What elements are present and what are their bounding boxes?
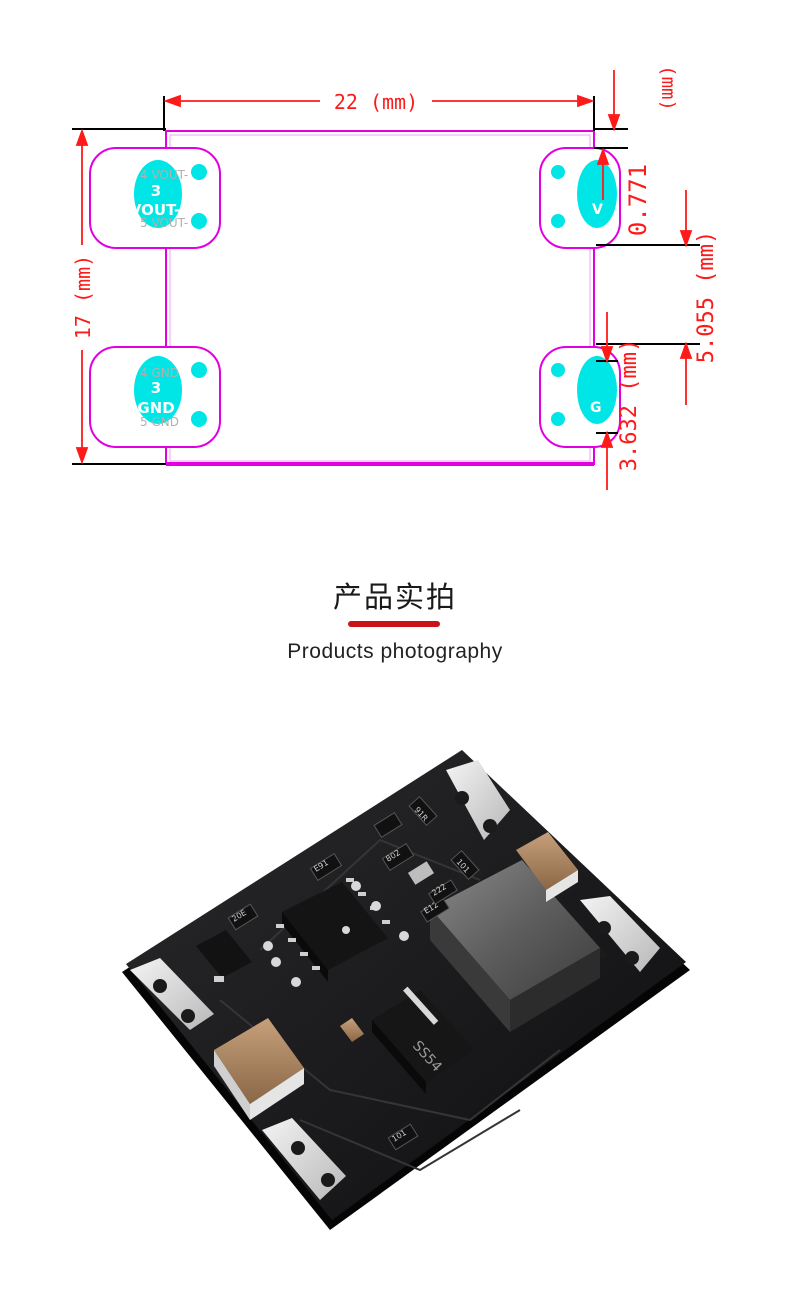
pad-top-left: 4 VOUT- 5 VOUT- 3 VOUT- [89,147,221,249]
pad-top-right: V [539,147,621,249]
vias [263,881,409,987]
transistor [196,930,252,982]
pad-bottom-left-number: 3 [151,379,161,397]
pad-top-left-ghost-1: 4 VOUT- [140,168,188,182]
diode: SS54 [372,986,474,1094]
capacitor-small [340,1018,364,1042]
pad-bottom-left-ghost-1: 4 GND [140,366,179,380]
capacitor-left [214,1018,304,1120]
pad-bottom-right-name: G [590,400,602,416]
pad-top-left-name: VOUT- [130,201,181,219]
section-title-cn: 产品实拍 [332,580,457,614]
pad-bottom-left: 4 GND 5 GND 3 GND [89,346,221,448]
height-label: 17 (mm) [71,255,95,339]
dim-c-label: 3.632 (mm) [617,339,642,471]
section-title-en: Products photography [287,640,503,663]
board-outline [165,130,595,465]
dimension-lines [75,70,693,490]
capacitor-right [516,832,578,902]
reference-lines [72,96,700,465]
dimension-diagram: 4 VOUT- 5 VOUT- 3 VOUT- 4 GND 5 GND 3 GN… [71,65,719,490]
top-unit-label: (mm) [657,65,679,111]
dim-b-label: 5.055 (mm) [694,231,719,363]
pad-bottom-left-name: GND [137,399,174,417]
ic-chip [276,878,390,982]
pad-top-left-number: 3 [151,182,161,200]
pad-bottom-right: G [539,346,621,448]
pad-top-left-ghost-2: 5 VOUT- [140,216,188,230]
title-accent-bar [348,621,440,627]
pad-bottom-left-ghost-2: 5 GND [140,415,179,429]
dim-a-label: 0.771 [624,164,652,236]
product-photo: SS54 91R E91 802 101 E12 222 101 20E [122,750,690,1230]
pad-top-right-name: V [592,202,603,218]
castellated-pads [130,760,660,1200]
width-label: 22 (mm) [334,90,418,114]
inductor [430,860,608,1032]
